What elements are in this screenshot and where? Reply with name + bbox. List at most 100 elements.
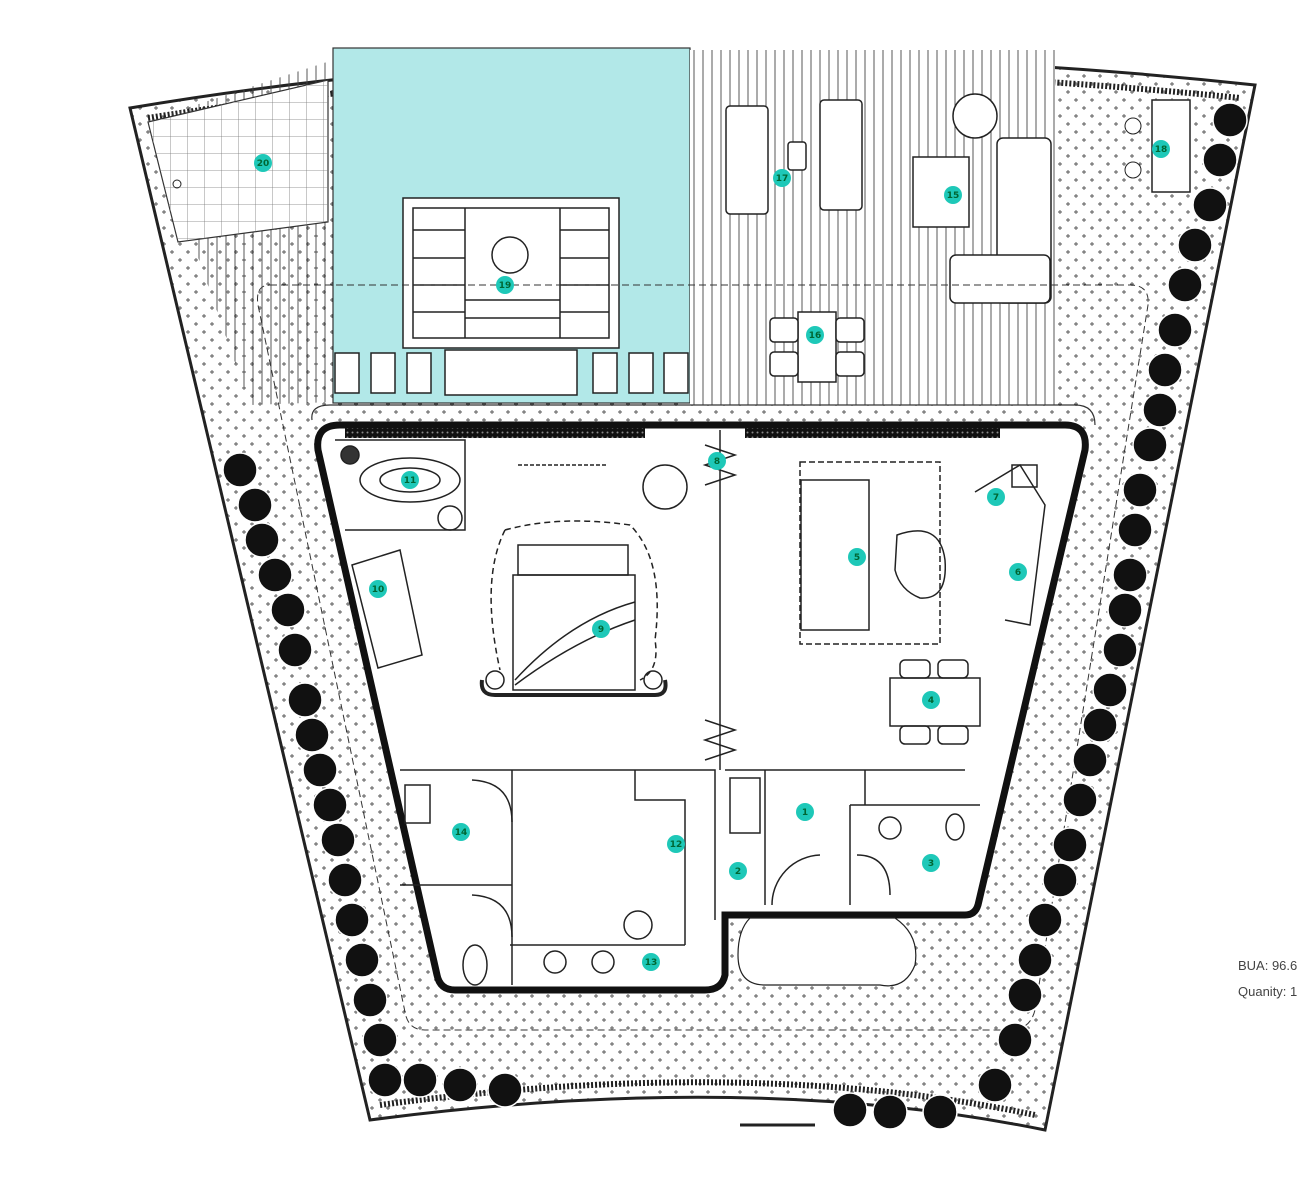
marker-dot (922, 691, 940, 709)
marker-number: 4 (928, 696, 934, 706)
room-marker-2: 2 (729, 862, 747, 880)
entrance-patio (737, 917, 917, 987)
marker-dot (944, 186, 962, 204)
room-marker-12: 12 (667, 835, 685, 853)
marker-number: 20 (257, 159, 270, 169)
tree-icon (302, 752, 338, 788)
marker-dot (987, 488, 1005, 506)
marker-dot (667, 835, 685, 853)
tree-icon (362, 1022, 398, 1058)
room-marker-8: 8 (708, 452, 726, 470)
marker-number: 15 (947, 191, 960, 201)
marker-number: 2 (735, 867, 741, 877)
marker-number: 5 (854, 553, 860, 563)
room-marker-17: 17 (773, 169, 791, 187)
marker-number: 19 (499, 281, 512, 291)
room-marker-18: 18 (1152, 140, 1170, 158)
room-marker-11: 11 (401, 471, 419, 489)
marker-number: 9 (598, 625, 604, 635)
tree-icon (222, 452, 258, 488)
marker-number: 13 (645, 958, 658, 968)
tree-icon (334, 902, 370, 938)
marker-number: 3 (928, 859, 934, 869)
room-marker-9: 9 (592, 620, 610, 638)
room-marker-13: 13 (642, 953, 660, 971)
marker-dot (773, 169, 791, 187)
tree-icon (1082, 707, 1118, 743)
marker-dot (1009, 563, 1027, 581)
quantity-label: Quanity: 1 (1238, 984, 1298, 999)
tree-icon (1072, 742, 1108, 778)
tree-icon (277, 632, 313, 668)
room-marker-19: 19 (496, 276, 514, 294)
marker-number: 11 (404, 476, 417, 486)
marker-number: 16 (809, 331, 822, 341)
room-marker-6: 6 (1009, 563, 1027, 581)
tree-icon (244, 522, 280, 558)
marker-number: 17 (776, 174, 789, 184)
tree-icon (1142, 392, 1178, 428)
tree-icon (1147, 352, 1183, 388)
marker-number: 12 (670, 840, 683, 850)
marker-number: 18 (1155, 145, 1168, 155)
deck-furniture (725, 93, 1052, 383)
tree-icon (1112, 557, 1148, 593)
tree-icon (1042, 862, 1078, 898)
tree-icon (320, 822, 356, 858)
marker-number: 6 (1015, 568, 1021, 578)
marker-dot (708, 452, 726, 470)
tree-icon (1007, 977, 1043, 1013)
marker-number: 8 (714, 457, 720, 467)
room-marker-4: 4 (922, 691, 940, 709)
tree-icon (270, 592, 306, 628)
marker-number: 14 (455, 828, 468, 838)
tree-icon (977, 1067, 1013, 1103)
bua-label: BUA: 96.6 (1238, 958, 1298, 973)
room-marker-14: 14 (452, 823, 470, 841)
marker-dot (796, 803, 814, 821)
trees (222, 102, 1248, 1130)
marker-dot (452, 823, 470, 841)
tree-icon (1062, 782, 1098, 818)
tree-icon (442, 1067, 478, 1103)
tree-icon (832, 1092, 868, 1128)
room-marker-15: 15 (944, 186, 962, 204)
marker-dot (642, 953, 660, 971)
marker-dot (592, 620, 610, 638)
tree-icon (367, 1062, 403, 1098)
tree-icon (487, 1072, 523, 1108)
room-marker-20: 20 (254, 154, 272, 172)
marker-number: 10 (372, 585, 385, 595)
room-marker-3: 3 (922, 854, 940, 872)
tree-icon (1017, 942, 1053, 978)
marker-dot (848, 548, 866, 566)
tree-icon (344, 942, 380, 978)
tree-icon (257, 557, 293, 593)
tree-icon (1192, 187, 1228, 223)
tree-icon (1102, 632, 1138, 668)
room-marker-1: 1 (796, 803, 814, 821)
tree-icon (352, 982, 388, 1018)
tree-icon (1092, 672, 1128, 708)
room-marker-10: 10 (369, 580, 387, 598)
marker-dot (254, 154, 272, 172)
marker-number: 1 (802, 808, 808, 818)
marker-dot (369, 580, 387, 598)
marker-dot (729, 862, 747, 880)
marker-dot (922, 854, 940, 872)
interior (335, 430, 1046, 986)
tree-icon (237, 487, 273, 523)
room-marker-7: 7 (987, 488, 1005, 506)
tree-icon (327, 862, 363, 898)
tree-icon (312, 787, 348, 823)
tree-icon (1107, 592, 1143, 628)
tree-icon (872, 1094, 908, 1130)
room-marker-5: 5 (848, 548, 866, 566)
marker-dot (806, 326, 824, 344)
tree-icon (1117, 512, 1153, 548)
tree-icon (1122, 472, 1158, 508)
pool-daybed (334, 197, 689, 396)
tree-icon (1177, 227, 1213, 263)
marker-dot (1152, 140, 1170, 158)
tree-icon (1052, 827, 1088, 863)
